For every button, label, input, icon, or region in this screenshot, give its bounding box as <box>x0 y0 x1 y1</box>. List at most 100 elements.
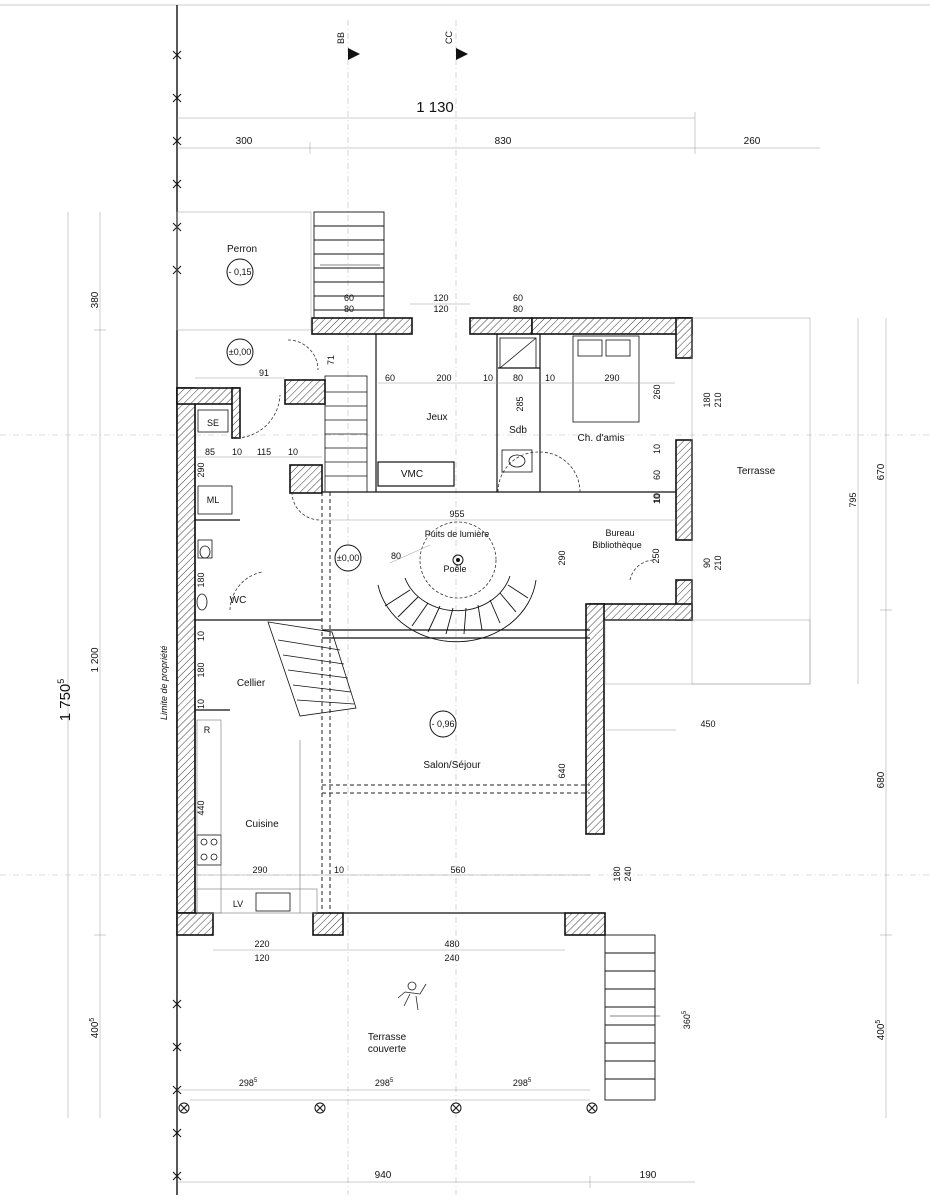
dim-200: 200 <box>436 373 451 383</box>
dim-180b: 180 <box>196 662 206 677</box>
terrace-stairs <box>604 934 660 1101</box>
cellar-stair <box>267 621 357 717</box>
dim-10i: 10 <box>652 493 662 503</box>
room-chambre-amis: Ch. d'amis <box>578 433 625 444</box>
dim-955: 955 <box>449 509 464 519</box>
open-top-b1: 120 <box>433 293 448 303</box>
open-r-c2: 240 <box>623 866 633 881</box>
dim-450: 450 <box>700 719 715 729</box>
dim-71: 71 <box>326 355 336 365</box>
level-salon: - 0,96 <box>429 710 457 738</box>
svg-text:±0,00: ±0,00 <box>337 553 359 563</box>
bathroom-fixtures <box>196 335 640 912</box>
dim-10a: 10 <box>483 373 493 383</box>
dim-380: 380 <box>90 291 101 308</box>
open-top-c2: 80 <box>513 304 523 314</box>
axis-lines <box>0 20 930 1195</box>
terrace-right-lower <box>604 619 811 685</box>
perron-stairs <box>313 211 385 319</box>
svg-text:±0,00: ±0,00 <box>229 347 251 357</box>
dim-440: 440 <box>196 800 206 815</box>
label-r: R <box>204 725 211 735</box>
inner-dimension-lines <box>195 377 676 876</box>
dim-91: 91 <box>259 368 269 378</box>
light-well <box>419 521 497 599</box>
room-bureau: Bureau <box>605 528 634 538</box>
dim-10g: 10 <box>196 631 206 641</box>
open-top-c1: 60 <box>513 293 523 303</box>
interior-stair <box>324 375 368 493</box>
dim-290b: 290 <box>196 462 206 477</box>
dim-560: 560 <box>450 865 465 875</box>
spiral-stair <box>377 575 537 643</box>
vmc-box <box>377 461 455 487</box>
open-top-b2: 120 <box>433 304 448 314</box>
open-bot-b2: 240 <box>444 953 459 963</box>
dim-300: 300 <box>236 136 253 147</box>
dim-680: 680 <box>876 771 887 788</box>
dim-10c: 10 <box>652 444 662 454</box>
dim-10b: 10 <box>545 373 555 383</box>
dim-400-left: 4005 <box>89 1018 101 1039</box>
column-markers <box>178 1102 598 1114</box>
open-r-b2: 210 <box>713 555 723 570</box>
open-r-a2: 210 <box>713 392 723 407</box>
dim-795: 795 <box>848 492 858 507</box>
svg-text:BB: BB <box>336 32 346 44</box>
dim-940: 940 <box>375 1170 392 1181</box>
stove-icon <box>452 554 464 566</box>
perron-area <box>176 211 312 331</box>
dim-85: 85 <box>205 447 215 457</box>
svg-text:CC: CC <box>444 31 454 44</box>
person-figure-icon <box>397 981 427 1011</box>
open-r-b1: 90 <box>702 558 712 568</box>
dim-10e: 10 <box>232 447 242 457</box>
terrace-right-area <box>691 317 811 685</box>
dim-10f: 10 <box>288 447 298 457</box>
room-perron: Perron <box>227 244 257 255</box>
dim-bay-1: 2985 <box>239 1078 258 1088</box>
dim-80: 80 <box>513 373 523 383</box>
label-ml: ML <box>207 495 220 505</box>
room-sdb: Sdb <box>509 425 527 436</box>
room-jeux: Jeux <box>426 412 447 423</box>
room-puits-lumiere: Puits de lumière <box>425 529 490 539</box>
dim-290a: 290 <box>604 373 619 383</box>
room-wc: WC <box>230 595 247 606</box>
dim-400-right: 4005 <box>875 1020 887 1041</box>
section-marker-bb: BB <box>336 32 360 60</box>
dim-60b: 60 <box>652 470 662 480</box>
svg-text:- 0,96: - 0,96 <box>431 719 454 729</box>
left-dimension-lines <box>67 212 106 1118</box>
dim-830: 830 <box>495 136 512 147</box>
door-swings <box>229 339 656 611</box>
room-cellier: Cellier <box>237 678 266 689</box>
room-salon-sejour: Salon/Séjour <box>423 760 481 771</box>
level-hall: ±0,00 <box>334 544 362 572</box>
room-poele: Poêle <box>443 564 466 574</box>
room-bibliotheque: Bibliothèque <box>592 540 642 550</box>
dim-290d: 290 <box>252 865 267 875</box>
dim-285: 285 <box>515 396 525 411</box>
dim-670: 670 <box>876 463 887 480</box>
top-dimension-lines <box>177 112 820 154</box>
open-bot-a1: 220 <box>254 939 269 949</box>
label-lv: LV <box>233 899 243 909</box>
open-top-a2: 80 <box>344 304 354 314</box>
dim-10d: 10 <box>652 494 662 504</box>
dim-80b: 80 <box>391 551 401 561</box>
open-bot-b1: 480 <box>444 939 459 949</box>
level-entree: ±0,00 <box>226 338 254 366</box>
bottom-dimension-lines <box>177 1089 695 1188</box>
interior-partitions <box>194 334 676 914</box>
label-se: SE <box>207 418 219 428</box>
section-marker-cc: CC <box>444 31 468 60</box>
room-vmc: VMC <box>401 469 423 480</box>
walls <box>176 317 693 936</box>
dim-290c: 290 <box>557 550 567 565</box>
dim-190: 190 <box>640 1170 657 1181</box>
room-cuisine: Cuisine <box>245 819 279 830</box>
room-terrasse-couverte-l1: Terrasse <box>368 1032 407 1043</box>
dim-total-height: 1 7505 <box>56 679 74 722</box>
open-bot-a2: 120 <box>254 953 269 963</box>
